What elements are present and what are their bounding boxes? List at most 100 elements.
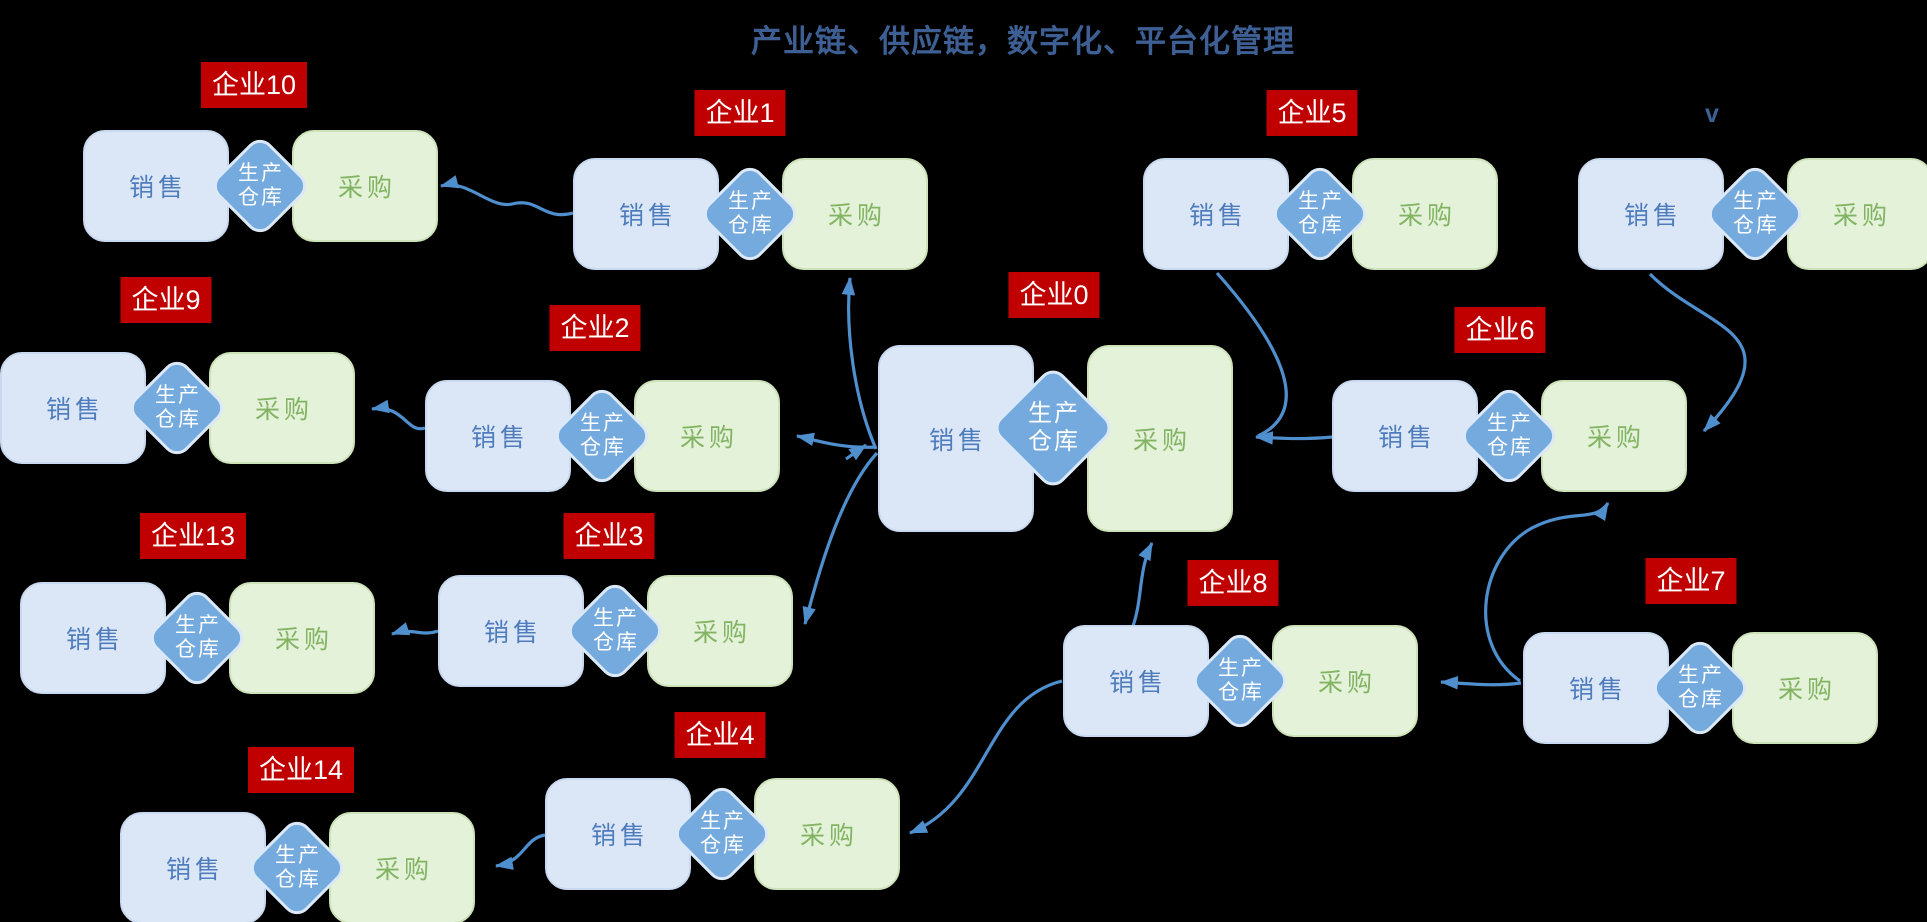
sales-box: 销售: [1332, 380, 1478, 492]
sales-box: 销售: [1143, 158, 1289, 270]
production-warehouse-label: 生产 仓库: [1206, 647, 1274, 715]
procurement-label: 采购: [827, 202, 886, 230]
sales-box: 销售: [573, 158, 719, 270]
sales-label: 销售: [165, 856, 224, 884]
production-line1: 生产: [238, 161, 284, 185]
procurement-box: 采购: [292, 130, 438, 242]
arrow-企业0-销售-to-企业1-采购: [841, 276, 878, 450]
production-line1: 生产: [1733, 189, 1779, 213]
arrow-企业1-销售-to-企业10-采购: [439, 175, 574, 217]
enterprise-label: 企业5: [1266, 90, 1358, 137]
enterprise-label: 企业13: [139, 513, 247, 560]
production-warehouse-label: 生产 仓库: [143, 374, 211, 442]
enterprise-label: 企业2: [549, 305, 641, 352]
production-line1: 生产: [700, 809, 746, 833]
stray-v-char: v: [1705, 100, 1719, 128]
sales-box: 销售: [120, 812, 266, 922]
procurement-label: 采购: [799, 822, 858, 850]
sales-box: 销售: [20, 582, 166, 694]
production-line1: 生产: [275, 843, 321, 867]
sales-label: 销售: [1377, 424, 1436, 452]
sales-label: 销售: [1108, 669, 1167, 697]
sales-label: 销售: [1188, 202, 1247, 230]
sales-label: 销售: [470, 424, 529, 452]
sales-label: 销售: [65, 626, 124, 654]
warehouse-line2: 仓库: [1487, 436, 1533, 459]
procurement-label: 采购: [274, 626, 333, 654]
sales-box: 销售: [438, 575, 584, 687]
procurement-label: 采购: [1132, 426, 1191, 455]
arrow-企业8-销售-to-企业0-采购: [1131, 541, 1154, 627]
warehouse-line2: 仓库: [1733, 214, 1779, 237]
production-line1: 生产: [1028, 400, 1080, 428]
warehouse-line2: 仓库: [175, 638, 221, 661]
procurement-box: 采购: [754, 778, 900, 890]
production-warehouse-label: 生产 仓库: [1721, 180, 1789, 248]
sales-box: 销售: [1063, 625, 1209, 737]
production-warehouse-label: 生产 仓库: [163, 604, 231, 672]
production-line1: 生产: [593, 606, 639, 630]
sales-label: 销售: [618, 202, 677, 230]
sales-box: 销售: [1578, 158, 1724, 270]
production-line1: 生产: [1487, 411, 1533, 435]
arrow-企业0-销售-to-企业2-采购: [795, 432, 877, 449]
production-line1: 生产: [580, 411, 626, 435]
warehouse-line2: 仓库: [700, 834, 746, 857]
procurement-box: 采购: [209, 352, 355, 464]
production-warehouse-label: 生产 仓库: [688, 800, 756, 868]
enterprise-label: 企业8: [1187, 560, 1279, 607]
sales-label: 销售: [928, 426, 987, 455]
procurement-label: 采购: [692, 619, 751, 647]
warehouse-line2: 仓库: [238, 186, 284, 209]
procurement-box: 采购: [1272, 625, 1418, 737]
procurement-label: 采购: [1832, 202, 1891, 230]
production-line1: 生产: [1678, 663, 1724, 687]
procurement-label: 采购: [1397, 202, 1456, 230]
warehouse-line2: 仓库: [728, 214, 774, 237]
sales-label: 销售: [483, 619, 542, 647]
enterprise-label: 企业6: [1454, 307, 1546, 354]
arrow-企业7-销售-to-企业8-采购: [1439, 676, 1522, 690]
production-warehouse-label: 生产 仓库: [1475, 402, 1543, 470]
enterprise-label: 企业7: [1645, 558, 1737, 605]
warehouse-line2: 仓库: [593, 631, 639, 654]
sales-box: 销售: [0, 352, 146, 464]
enterprise-label: 企业4: [674, 712, 766, 759]
enterprise-label: 企业0: [1008, 272, 1100, 319]
warehouse-line2: 仓库: [1678, 688, 1724, 711]
procurement-box: 采购: [229, 582, 375, 694]
production-warehouse-label: 生产 仓库: [226, 152, 294, 220]
arrow-企业6-销售-to-企业0-采购: [1254, 431, 1333, 445]
warehouse-line2: 仓库: [1028, 428, 1080, 455]
procurement-label: 采购: [1586, 424, 1645, 452]
procurement-box: 采购: [1787, 158, 1927, 270]
production-line1: 生产: [175, 613, 221, 637]
arrow-企业3-销售-to-企业13-采购: [390, 622, 439, 636]
arrow-企业0-销售-to-企业3-采购: [802, 451, 879, 626]
arrow-企业8-销售-to-企业4-采购: [908, 679, 1063, 835]
warehouse-line2: 仓库: [580, 436, 626, 459]
production-line1: 生产: [1298, 189, 1344, 213]
sales-box: 销售: [425, 380, 571, 492]
sales-box: 销售: [83, 130, 229, 242]
production-warehouse-label: 生产 仓库: [263, 834, 331, 902]
procurement-label: 采购: [254, 396, 313, 424]
arrow-企业2-销售-to-企业9-采购: [370, 399, 426, 431]
enterprise-label: 企业3: [563, 513, 655, 560]
sales-box: 销售: [1523, 632, 1669, 744]
production-warehouse-label: 生产 仓库: [1011, 386, 1095, 470]
sales-label: 销售: [1623, 202, 1682, 230]
warehouse-line2: 仓库: [1218, 681, 1264, 704]
sales-label: 销售: [128, 174, 187, 202]
production-warehouse-label: 生产 仓库: [716, 180, 784, 248]
production-line1: 生产: [155, 383, 201, 407]
warehouse-line2: 仓库: [275, 868, 321, 891]
enterprise-label: 企业14: [247, 747, 355, 794]
enterprise-label: 企业9: [120, 277, 212, 324]
procurement-label: 采购: [374, 856, 433, 884]
sales-box: 销售: [545, 778, 691, 890]
procurement-box: 采购: [647, 575, 793, 687]
procurement-box: 采购: [782, 158, 928, 270]
procurement-box: 采购: [329, 812, 475, 922]
